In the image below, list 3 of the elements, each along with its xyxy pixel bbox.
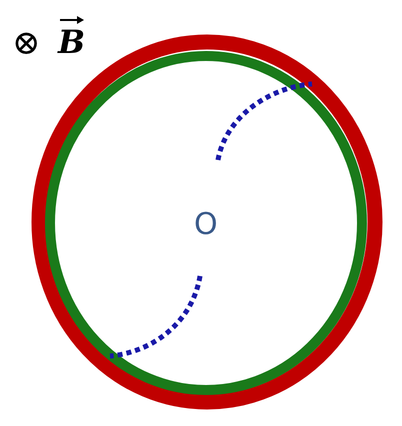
field-symbol: ⊗ [12,26,40,60]
center-label: O [194,210,218,240]
field-label: B [58,26,86,58]
